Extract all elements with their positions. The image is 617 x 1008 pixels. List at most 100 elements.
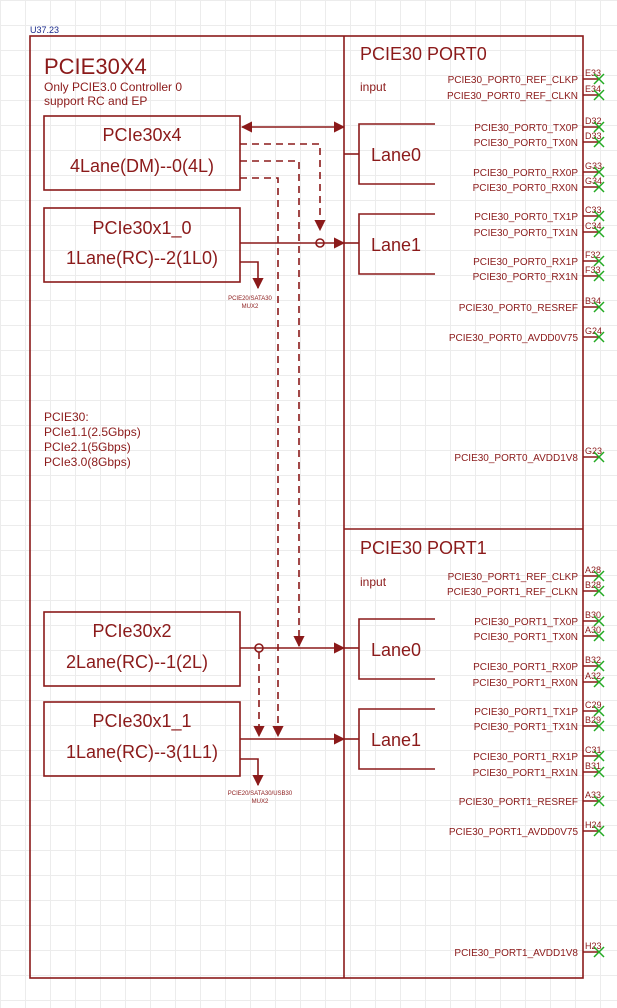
pin-number: B28 <box>585 580 601 590</box>
no-connect-marker <box>593 720 605 732</box>
pin-label: PCIE30_PORT1_RX1N <box>473 768 578 779</box>
refdes-label: U37.23 <box>30 25 59 35</box>
no-connect-marker <box>593 676 605 688</box>
pin-label: PCIE30_PORT0_TX1N <box>474 228 578 239</box>
mux1-label-1: PCIE20/SATA30 <box>228 296 272 302</box>
pin-number: F32 <box>585 250 601 260</box>
no-connect-marker <box>593 255 605 267</box>
no-connect-marker <box>593 89 605 101</box>
pin-number: G23 <box>585 446 602 456</box>
component-title: PCIE30X4 <box>44 54 147 79</box>
port1-pin-list: PCIE30_PORT1_REF_CLKP A28PCIE30_PORT1_REF… <box>447 565 605 959</box>
pin-number: G24 <box>585 326 602 336</box>
pin-label: PCIE30_PORT0_RX0N <box>473 183 578 194</box>
mux1-label-2: MUX2 <box>242 304 259 310</box>
pin-number: C33 <box>585 205 602 215</box>
no-connect-marker <box>593 301 605 313</box>
pin-number: A32 <box>585 671 601 681</box>
pin-row: PCIE30_PORT0_TX1N C34 <box>474 221 605 239</box>
controller-mode: 1Lane(RC)--3(1L1) <box>66 742 218 762</box>
component-subtitle-1: Only PCIE3.0 Controller 0 <box>44 80 182 94</box>
port0-lane0: Lane0 <box>358 123 435 185</box>
pin-label: PCIE30_PORT0_TX0P <box>474 123 578 134</box>
no-connect-marker <box>593 136 605 148</box>
pin-label: PCIE30_PORT1_RESREF <box>459 797 578 808</box>
pin-number: C29 <box>585 700 602 710</box>
no-connect-marker <box>593 181 605 193</box>
controller-box-3: PCIe30x1_1 1Lane(RC)--3(1L1) <box>43 701 241 777</box>
pin-number: B32 <box>585 655 601 665</box>
lane-label: Lane0 <box>371 145 421 165</box>
pin-label: PCIE30_PORT1_AVDD1V8 <box>454 948 578 959</box>
no-connect-marker <box>593 121 605 133</box>
pin-label: PCIE30_PORT1_TX1N <box>474 722 578 733</box>
pin-label: PCIE30_PORT1_REF_CLKP <box>448 572 579 583</box>
no-connect-marker <box>593 73 605 85</box>
dashed-x4-to-port1-lane0 <box>240 160 305 648</box>
pin-number: A28 <box>585 565 601 575</box>
no-connect-marker <box>593 946 605 958</box>
no-connect-marker <box>593 226 605 238</box>
pin-row: PCIE30_PORT0_RX1P F32 <box>473 250 605 268</box>
pin-number: G34 <box>585 176 602 186</box>
no-connect-marker <box>593 660 605 672</box>
speed-heading: PCIE30: <box>44 410 89 424</box>
controller-name: PCIe30x2 <box>92 621 171 641</box>
pin-label: PCIE30_PORT0_RX1N <box>473 272 578 283</box>
pin-label: PCIE30_PORT1_RX0N <box>473 678 578 689</box>
component-subtitle-2: support RC and EP <box>44 94 147 108</box>
no-connect-marker <box>593 615 605 627</box>
no-connect-marker <box>593 451 605 463</box>
port0-pin-list: PCIE30_PORT0_REF_CLKPE33PCIE30_PORT0_REF… <box>447 68 605 464</box>
pin-label: PCIE30_PORT0_RX1P <box>473 257 578 268</box>
speed-line: PCIe1.1(2.5Gbps) <box>44 425 141 439</box>
lane-label: Lane1 <box>371 235 421 255</box>
port1-lane0: Lane0 <box>358 618 435 680</box>
pin-label: PCIE30_PORT1_AVDD0V75 <box>449 827 579 838</box>
component-outline <box>29 35 584 979</box>
no-connect-marker <box>593 705 605 717</box>
mux2-indicator: PCIE20/SATA30/USB30 MUX2 <box>228 758 293 805</box>
controller-box-2: PCIe30x2 2Lane(RC)--1(2L) <box>43 611 241 687</box>
controller-box-1: PCIe30x1_0 1Lane(RC)--2(1L0) <box>43 207 241 283</box>
no-connect-marker <box>593 270 605 282</box>
pin-label: PCIE30_PORT0_TX0N <box>474 138 578 149</box>
pin-row: PCIE30_PORT1_RX0N A32 <box>473 671 605 689</box>
no-connect-marker <box>593 210 605 222</box>
pin-label: PCIE30_PORT0_REF_CLKN <box>447 91 578 102</box>
no-connect-marker <box>593 750 605 762</box>
pin-number: B31 <box>585 761 601 771</box>
no-connect-marker <box>593 825 605 837</box>
port0-input-label: input <box>360 80 387 94</box>
port1-title: PCIE30 PORT1 <box>360 538 487 558</box>
no-connect-marker <box>593 585 605 597</box>
pin-number: B30 <box>585 610 601 620</box>
connection-x1-0-lane1 <box>240 237 359 249</box>
controller-mode: 2Lane(RC)--1(2L) <box>66 652 208 672</box>
pin-number: A30 <box>585 625 601 635</box>
dashed-x4-to-port1-lane1 <box>240 177 284 738</box>
mux2-label-1: PCIE20/SATA30/USB30 <box>228 791 293 797</box>
mux1-indicator: PCIE20/SATA30 MUX2 <box>228 261 273 310</box>
port0-lane1: Lane1 <box>358 213 435 275</box>
pin-number: C34 <box>585 221 602 231</box>
pin-number: H24 <box>585 820 602 830</box>
no-connect-marker <box>593 570 605 582</box>
